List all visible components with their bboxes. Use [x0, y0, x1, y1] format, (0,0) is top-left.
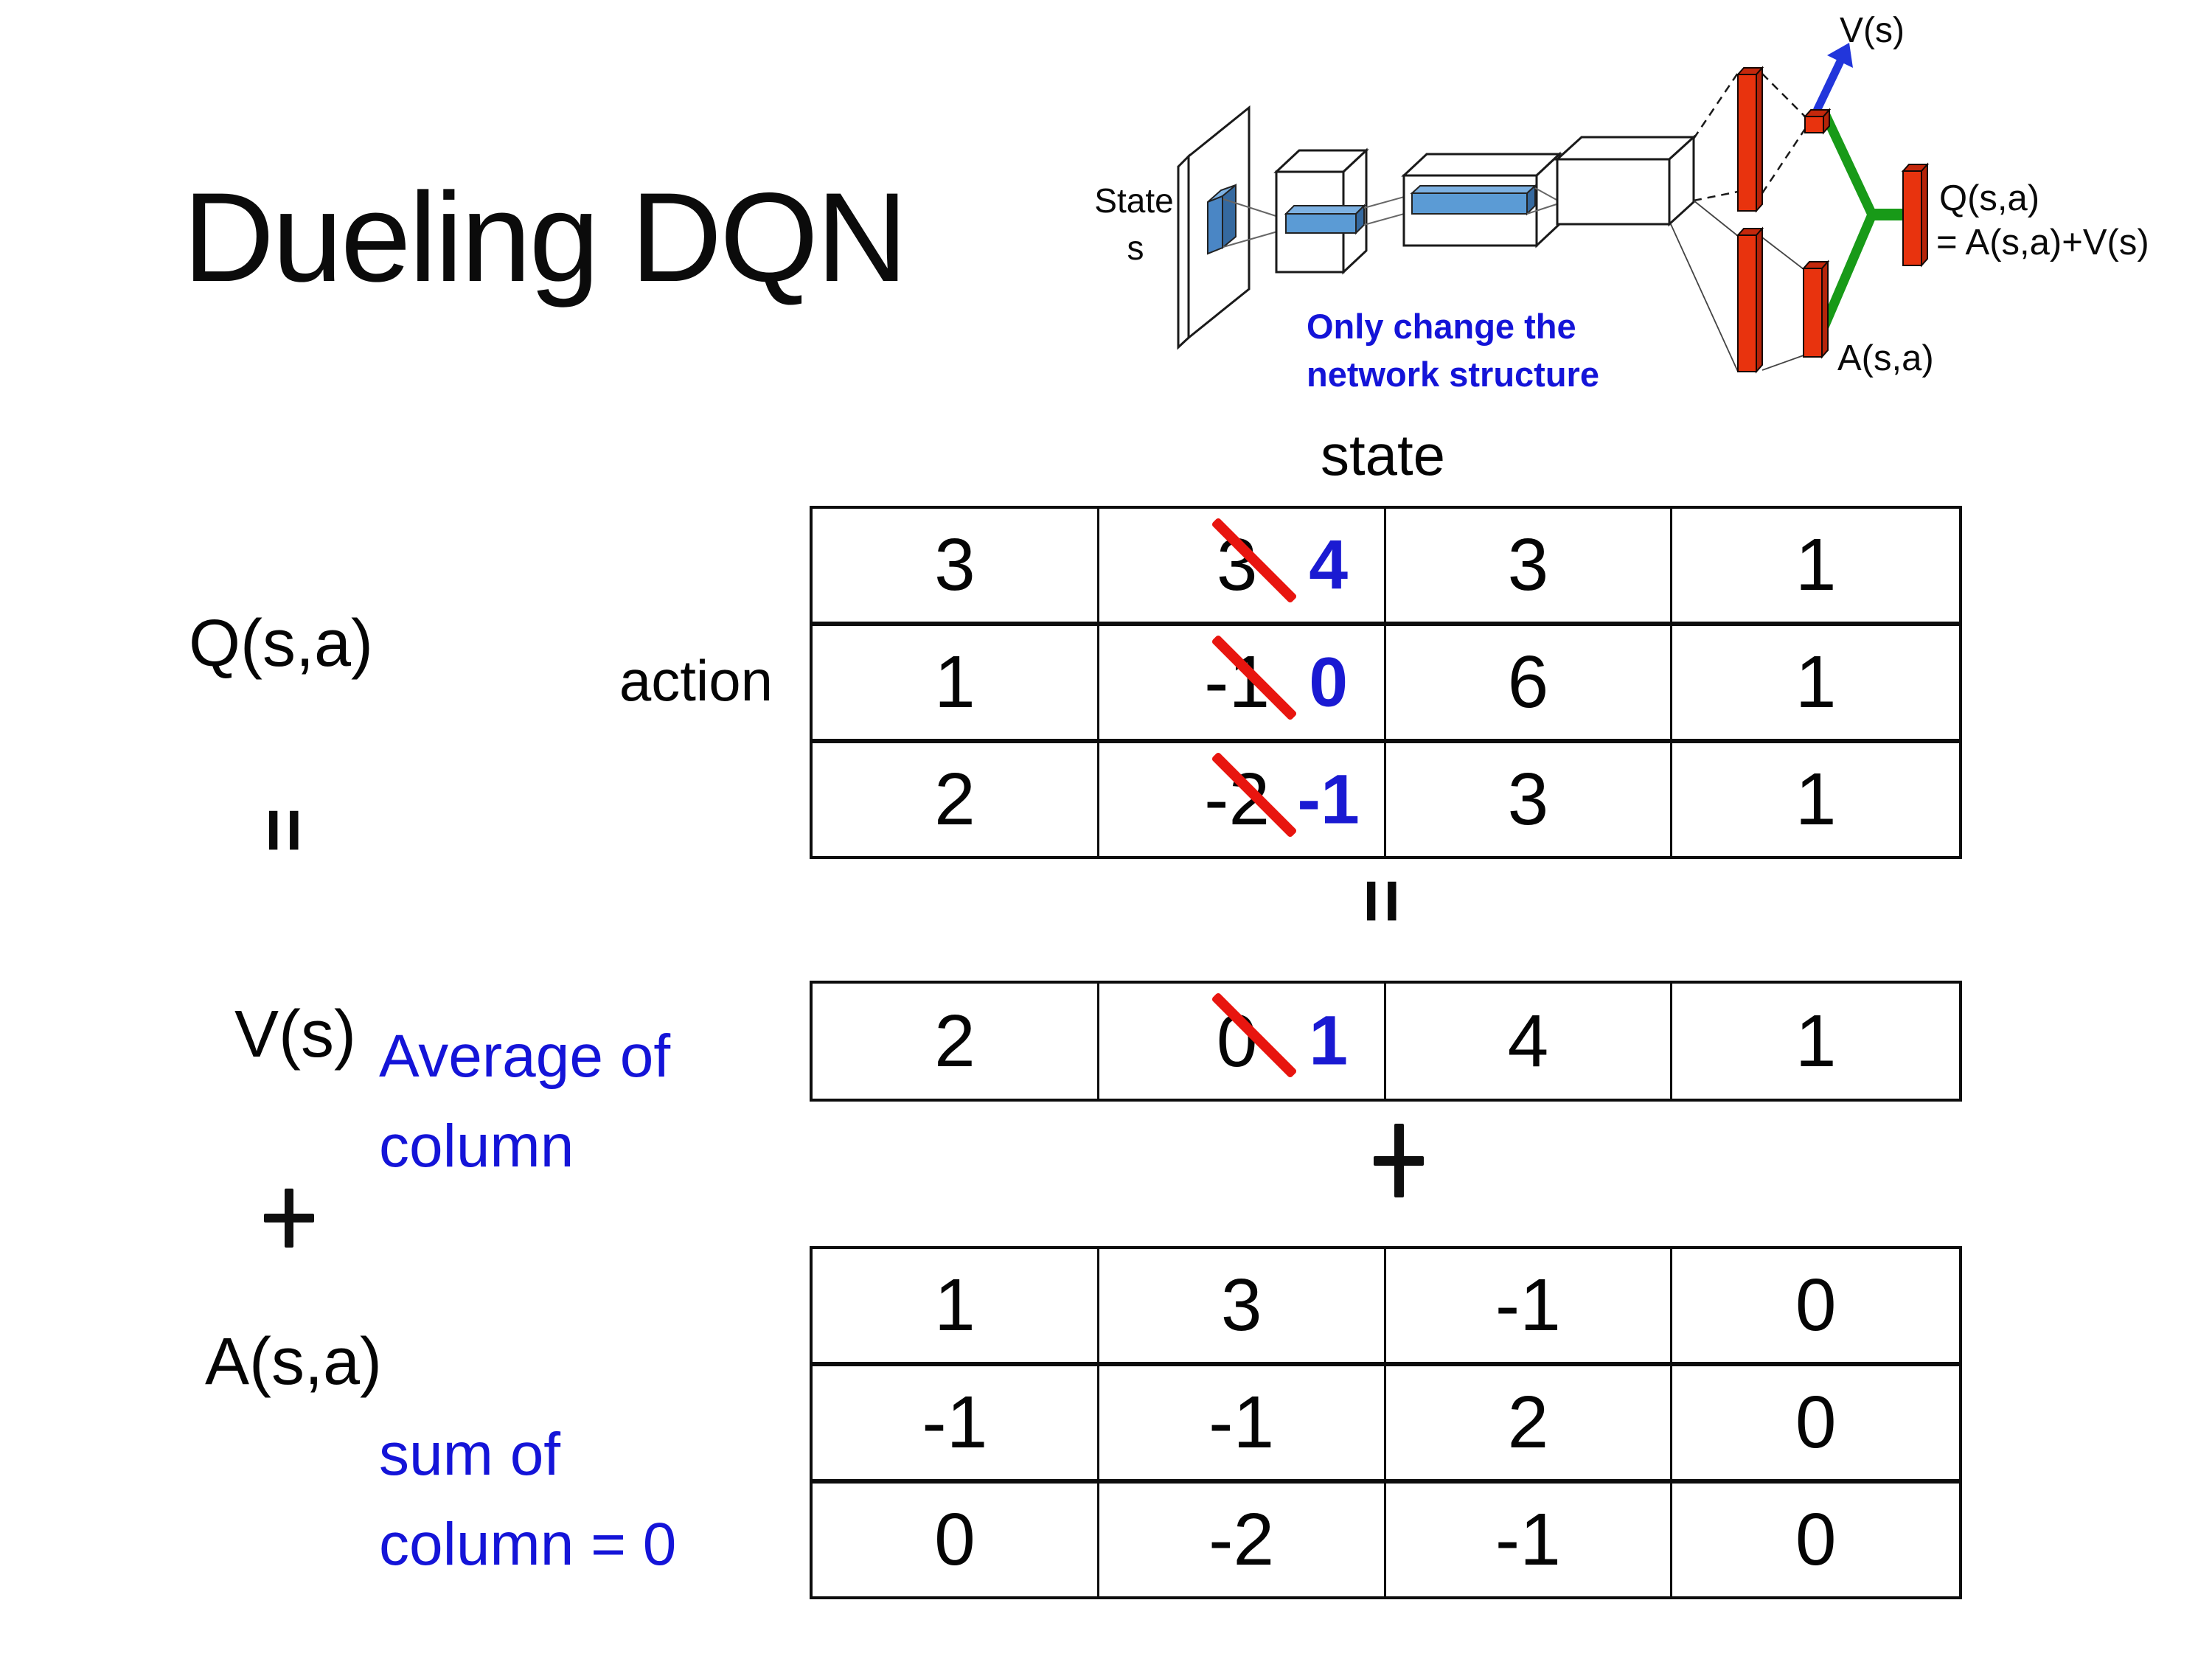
feature-slab-2 — [1284, 204, 1366, 235]
a-cell: 3 — [1099, 1249, 1386, 1366]
q-cell: 3 — [813, 509, 1099, 626]
q-matrix-label: Q(s,a) — [189, 607, 374, 681]
equals-left: = — [241, 807, 327, 853]
combine-lines — [1814, 110, 1904, 343]
a-cell: 0 — [1672, 1249, 1959, 1366]
average-note-line1: Average of — [379, 1023, 671, 1090]
a-table: 1 3 -1 0 -1 -1 2 0 0 -2 -1 0 — [810, 1246, 1962, 1599]
v-cell: 1 — [1795, 999, 1837, 1082]
q-cell-crossed: -1 0 — [1099, 626, 1386, 743]
diagram-q-label: Q(s,a) — [1939, 178, 2039, 218]
q-cell: 1 — [1672, 509, 1959, 626]
a-cell: 0 — [1795, 1498, 1837, 1581]
sum-note-line2: column = 0 — [379, 1511, 677, 1578]
diagram-note-line1: Only change the — [1307, 307, 1576, 346]
a-cell: -1 — [1386, 1484, 1673, 1596]
a-cell: 2 — [1385, 1366, 1673, 1484]
converge-lines-1 — [1222, 198, 1286, 248]
diagram-state-label: State — [1094, 181, 1173, 220]
equals-middle: = — [1339, 878, 1425, 924]
q-table: 3 3 4 3 1 1 -1 0 6 1 2 -2 -1 3 1 — [810, 506, 1962, 859]
page-title: Dueling DQN — [183, 167, 908, 308]
feature-slab-3 — [1410, 184, 1537, 216]
q-cell: 1 — [813, 626, 1099, 743]
solid-split-lines — [1670, 200, 1804, 372]
q-cell-crossed: -2 -1 — [1099, 743, 1386, 856]
diagram-a-label: A(s,a) — [1837, 338, 1934, 378]
q-cell: 2 — [813, 743, 1099, 856]
converge-lines-3 — [1526, 187, 1557, 215]
diagram-note-line2: network structure — [1307, 355, 1599, 394]
plus-left — [251, 1180, 332, 1261]
value-scalar-node — [1803, 108, 1832, 135]
a-cell: -1 — [813, 1366, 1099, 1484]
value-arrow — [1813, 43, 1853, 113]
a-cell: 0 — [1672, 1366, 1959, 1484]
value-vector-bar — [1736, 66, 1764, 213]
a-cell: 0 — [813, 1484, 1099, 1596]
advantage-out-bar — [1801, 260, 1830, 359]
plus-middle — [1358, 1116, 1439, 1205]
dashed-split-lines — [1692, 72, 1808, 202]
diagram-v-label: V(s) — [1840, 11, 1905, 50]
q-cell: 3 — [1386, 743, 1673, 856]
q-cell: 3 — [1385, 509, 1673, 626]
v-cell: 4 — [1386, 984, 1673, 1099]
diagram-state-s-label: s — [1127, 229, 1144, 267]
average-note-line2: column — [379, 1113, 574, 1180]
a-cell: -1 — [1385, 1249, 1673, 1366]
fc-box-4 — [1554, 134, 1697, 227]
v-cell-crossed: 0 1 — [1099, 984, 1386, 1099]
network-diagram: State s V(s) Q(s,a) = A(s,a)+V(s) A(s,a)… — [1094, 11, 2149, 394]
v-cell: 2 — [813, 984, 1099, 1099]
a-cell: -1 — [1099, 1366, 1386, 1484]
q-out-bar — [1901, 162, 1930, 268]
a-matrix-label: A(s,a) — [205, 1325, 383, 1399]
a-cell: -2 — [1099, 1484, 1386, 1596]
q-cell: 6 — [1385, 626, 1673, 743]
action-label: action — [619, 648, 773, 713]
state-header: state — [1320, 422, 1446, 487]
diagram-q-formula: = A(s,a)+V(s) — [1936, 223, 2149, 262]
q-cell: 1 — [1795, 758, 1837, 841]
v-row-table: 2 0 1 4 1 — [810, 981, 1962, 1102]
q-cell: 1 — [1672, 626, 1959, 743]
sum-note-line1: sum of — [379, 1421, 561, 1488]
feature-slab-1 — [1207, 183, 1237, 255]
v-matrix-label: V(s) — [234, 998, 356, 1071]
q-cell-crossed: 3 4 — [1099, 509, 1386, 626]
advantage-vector-bar — [1736, 226, 1764, 374]
a-cell: 1 — [813, 1249, 1099, 1366]
